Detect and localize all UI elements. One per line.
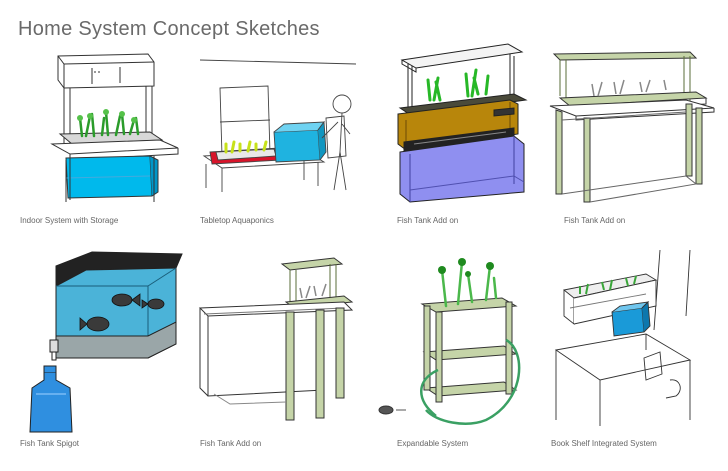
- sketch-label: Expandable System: [397, 439, 469, 448]
- indoor-system-sketch: [50, 53, 179, 202]
- sketch-label: Fish Tank Add on: [564, 216, 626, 225]
- sketch-label: Fish Tank Add on: [200, 439, 262, 448]
- fish-tank-spigot-sketch: [29, 251, 183, 433]
- fish-tank-addon-sketch-2: [549, 51, 715, 203]
- bookshelf-integrated-sketch: [554, 250, 692, 426]
- expandable-system-sketch: [378, 258, 521, 425]
- page-title: Home System Concept Sketches: [18, 18, 320, 40]
- sketch-label: Fish Tank Add on: [397, 216, 459, 225]
- fish-tank-addon-sketch-3: [198, 257, 354, 421]
- sketch-label: Fish Tank Spigot: [20, 439, 79, 448]
- fish-tank-addon-sketch-1: [397, 43, 528, 203]
- tabletop-aquaponics-sketch: [199, 59, 357, 192]
- sketch-label: Indoor System with Storage: [20, 216, 119, 225]
- sketch-label: Book Shelf Integrated System: [551, 439, 657, 448]
- sketch-label: Tabletop Aquaponics: [200, 216, 274, 225]
